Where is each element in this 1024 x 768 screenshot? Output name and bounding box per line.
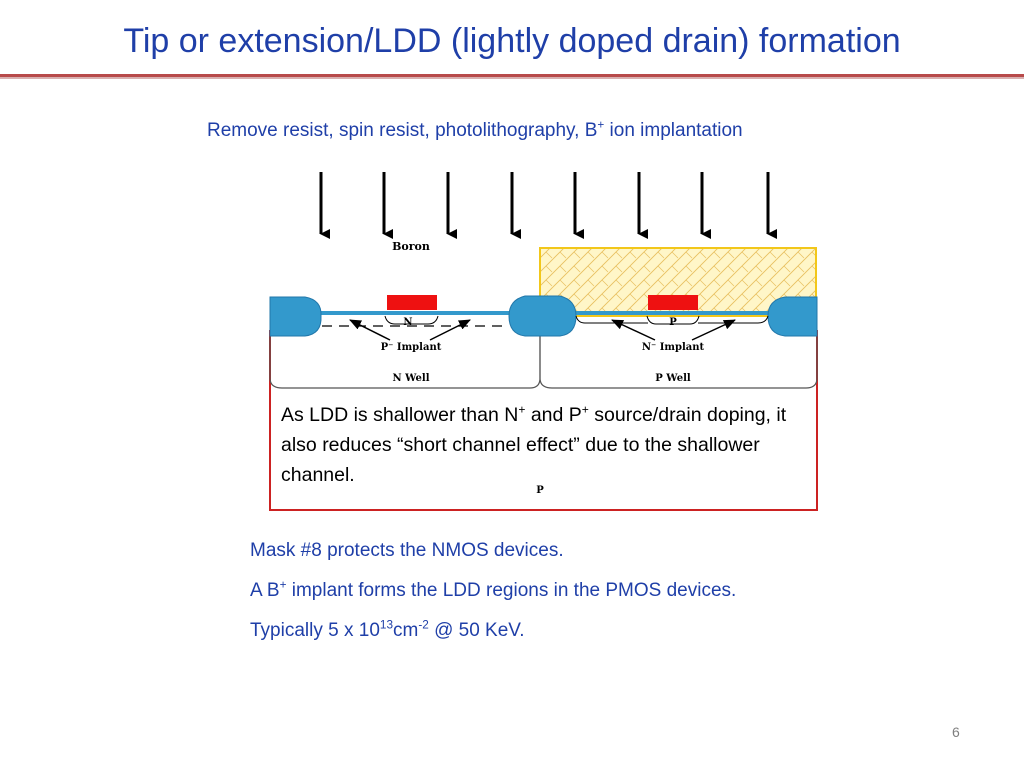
p-region-label: P <box>669 317 677 328</box>
p-well-label: P Well <box>655 373 691 384</box>
n-implant-label: N⁻ Implant <box>642 342 705 353</box>
note-mask: Mask #8 protects the NMOS devices. <box>250 538 736 578</box>
n-region-outline <box>384 315 439 325</box>
page-number: 6 <box>952 724 960 740</box>
callout-superscript-b: + <box>581 402 589 417</box>
note-implant-text-b: implant forms the LDD regions in the PMO… <box>286 580 737 601</box>
field-oxide-center <box>508 295 577 337</box>
substrate-label: P <box>536 485 544 496</box>
callout-superscript-a: + <box>518 402 526 417</box>
callout-text-b: and P <box>525 404 582 426</box>
p-implant-label: P⁻ Implant <box>381 342 442 353</box>
note-implant: A B+ implant forms the LDD regions in th… <box>250 578 736 618</box>
process-step-caption: Remove resist, spin resist, photolithogr… <box>207 118 743 142</box>
note-implant-text-a: A B <box>250 580 280 601</box>
n-well-label: N Well <box>393 373 430 384</box>
p-region-outline <box>575 315 648 324</box>
caption-text-b: ion implantation <box>604 120 743 141</box>
n-implant-arrow-left <box>611 319 656 341</box>
note-dose-exponent: 13 <box>379 618 393 632</box>
note-dose-text-a: Typically 5 x 10 <box>250 620 380 641</box>
pmos-gate <box>387 295 437 310</box>
p-substrate <box>269 330 818 511</box>
n-well <box>269 330 541 389</box>
note-implant-superscript: + <box>279 578 287 592</box>
note-dose-unit-exponent: -2 <box>418 618 429 632</box>
p-implant-arrow-left <box>349 319 391 341</box>
callout-text-c: source/drain doping, it also reduces “sh… <box>281 404 787 486</box>
field-oxide-left <box>269 296 322 337</box>
callout-text-a: As LDD is shallower than N <box>281 404 519 426</box>
note-dose: Typically 5 x 1013cm-2 @ 50 KeV. <box>250 618 736 658</box>
note-dose-text-b: @ 50 KeV. <box>428 620 525 641</box>
p-implant-arrow-right <box>429 319 471 341</box>
note-dose-unit: cm <box>393 620 419 641</box>
caption-text-a: Remove resist, spin resist, photolithogr… <box>207 120 598 141</box>
boron-label: Boron <box>392 240 430 253</box>
nmos-channel-outline <box>646 315 700 325</box>
nmos-gate <box>648 295 698 310</box>
note-mask-text: Mask #8 protects the NMOS devices. <box>250 540 564 561</box>
notes-list: Mask #8 protects the NMOS devices. A B+ … <box>250 538 736 658</box>
title-divider <box>0 74 1024 77</box>
p-well <box>539 330 818 389</box>
implant-arrows <box>319 172 777 239</box>
slide-title: Tip or extension/LDD (lightly doped drai… <box>123 22 901 60</box>
title-divider-shadow <box>0 77 1024 79</box>
p-region-outline-right <box>698 315 769 324</box>
n-region-label: N <box>403 317 412 328</box>
caption-superscript: + <box>597 118 605 132</box>
ldd-explanation-callout: As LDD is shallower than N+ and P+ sourc… <box>281 400 791 490</box>
field-oxide-right <box>767 296 818 337</box>
n-implant-arrow-right <box>691 319 736 341</box>
